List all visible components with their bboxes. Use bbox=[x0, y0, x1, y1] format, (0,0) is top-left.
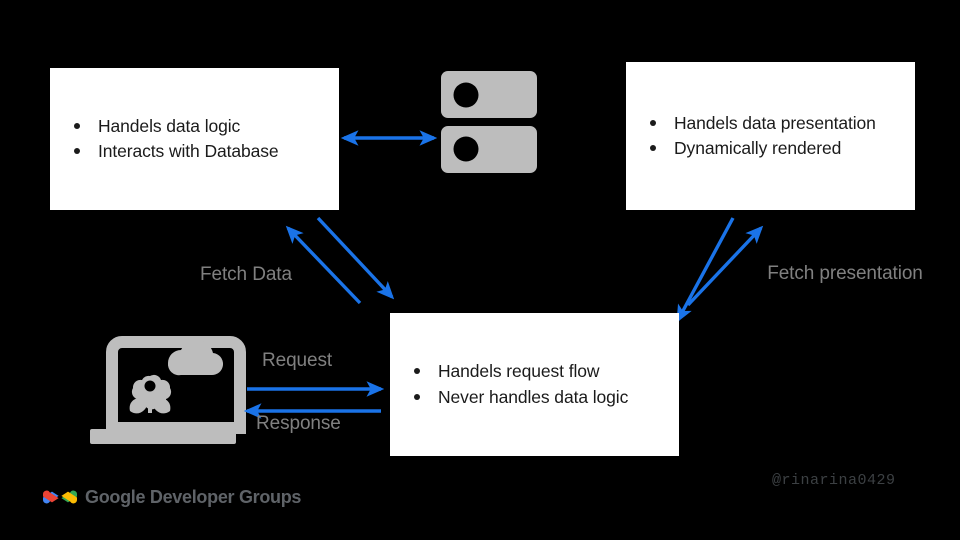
database-server-icon bbox=[441, 71, 537, 173]
frontend-bullet-list: Handels data presentation Dynamically re… bbox=[636, 111, 905, 161]
author-handle: @rinarina0429 bbox=[772, 472, 896, 489]
list-item: Dynamically rendered bbox=[636, 136, 905, 160]
arrow-server-to-backend bbox=[285, 225, 362, 305]
label-request: Request bbox=[262, 350, 333, 371]
server-bullet-list: Handels request flow Never handles data … bbox=[400, 359, 669, 409]
backend-bullet-list: Handels data logic Interacts with Databa… bbox=[60, 114, 329, 164]
backend-box: Handels data logic Interacts with Databa… bbox=[50, 68, 339, 210]
gdg-logo-icon bbox=[43, 490, 77, 504]
label-response: Response bbox=[256, 413, 341, 434]
arrow-frontend-to-server bbox=[676, 217, 735, 323]
label-fetch-data: Fetch Data bbox=[200, 264, 292, 285]
list-item: Interacts with Database bbox=[60, 139, 329, 163]
label-fetch-presentation: Fetch presentation bbox=[767, 263, 923, 284]
list-item: Handels data presentation bbox=[636, 111, 905, 135]
list-item: Handels data logic bbox=[60, 114, 329, 138]
server-box: Handels request flow Never handles data … bbox=[390, 313, 679, 456]
laptop-client-icon bbox=[90, 336, 246, 444]
list-item: Never handles data logic bbox=[400, 385, 669, 409]
list-item: Handels request flow bbox=[400, 359, 669, 383]
frontend-box: Handels data presentation Dynamically re… bbox=[626, 62, 915, 210]
arrow-server-to-frontend bbox=[686, 225, 764, 307]
arrow-backend-to-server bbox=[316, 216, 395, 300]
gdg-brand-text: Google Developer Groups bbox=[85, 487, 302, 507]
